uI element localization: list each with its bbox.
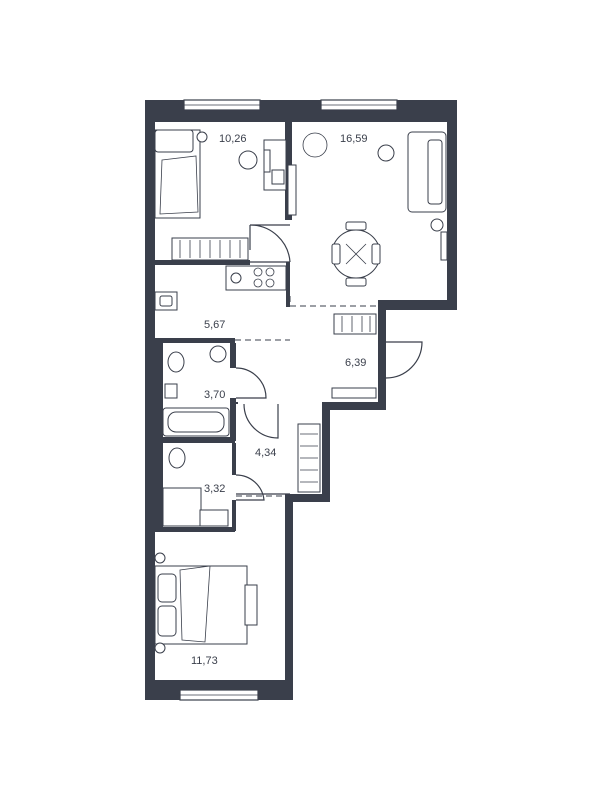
area-label-corridor: 4,34 — [255, 447, 276, 459]
bedroom-2-furniture — [154, 552, 258, 654]
area-label-bathroom-2: 3,32 — [204, 483, 225, 495]
area-label-hall: 6,39 — [345, 357, 366, 369]
kitchen-furniture — [154, 265, 287, 311]
bedroom-1-furniture — [154, 129, 287, 261]
area-label-bathroom-1: 3,70 — [204, 389, 225, 401]
area-label-bedroom-1: 10,26 — [219, 133, 247, 145]
hall-furniture — [331, 313, 377, 399]
living-room-furniture — [287, 131, 448, 287]
area-labels: 10,26 16,59 5,67 6,39 3,70 4,34 3,32 11,… — [191, 133, 368, 667]
area-label-bedroom-2: 11,73 — [191, 655, 218, 667]
area-label-kitchen: 5,67 — [204, 319, 225, 331]
corridor-furniture — [297, 423, 321, 493]
area-label-living-room: 16,59 — [340, 133, 368, 145]
windows — [179, 99, 398, 701]
doors — [235, 224, 423, 501]
zone-lines — [235, 296, 378, 497]
bathroom-2-furniture — [162, 447, 229, 527]
bathroom-1-furniture — [162, 345, 230, 437]
